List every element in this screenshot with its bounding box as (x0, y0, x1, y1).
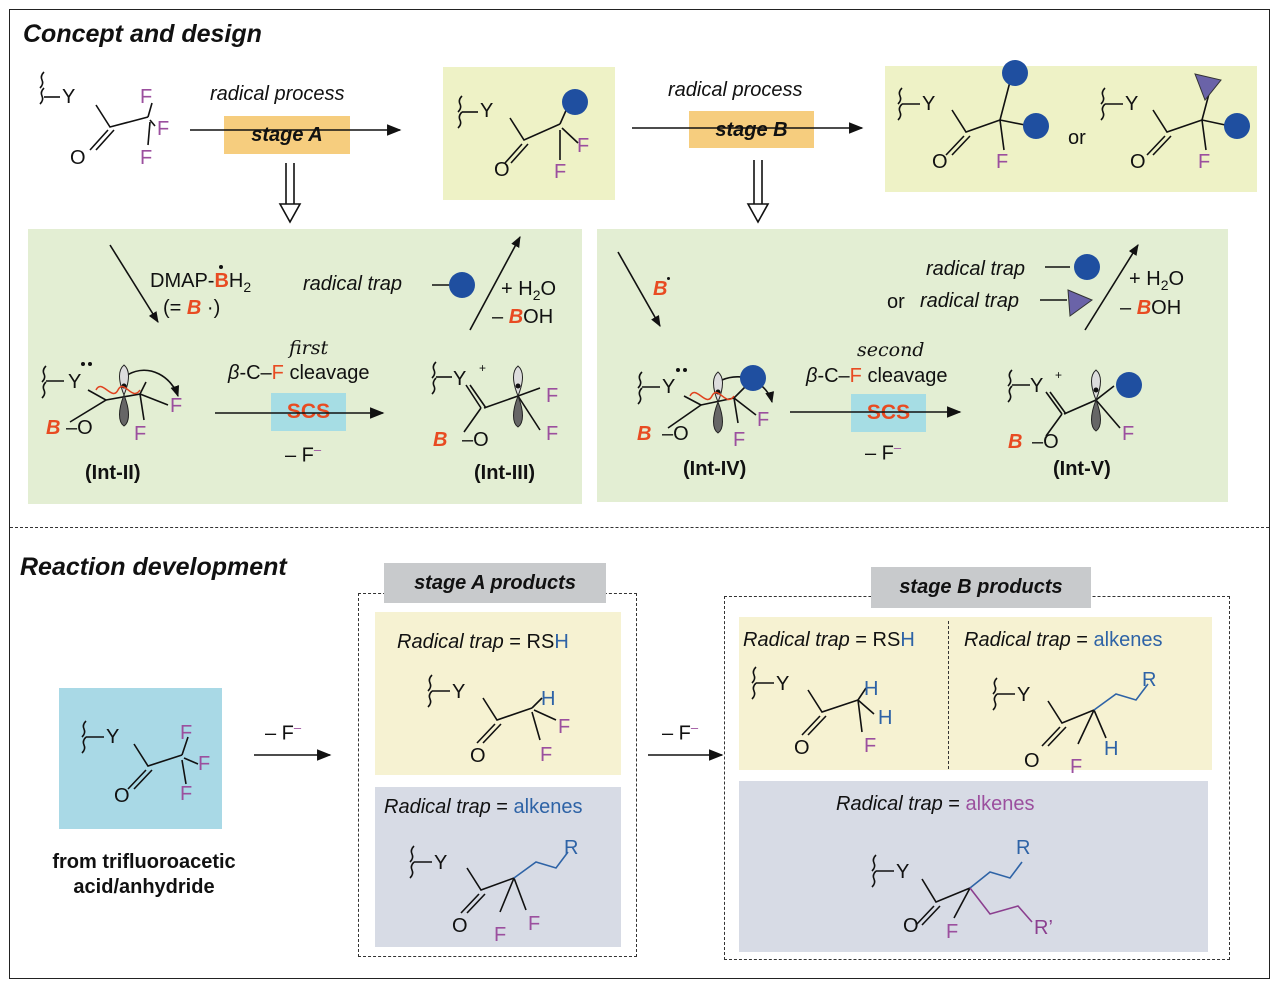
figure-frame (9, 9, 1270, 979)
stage-b-products-label: stage B products (871, 567, 1091, 608)
int-iii-label: (Int-III) (474, 462, 536, 484)
process-a-label: radical process (210, 83, 345, 105)
trap-label-b1: radical trap (926, 258, 1025, 280)
stage-b-box: stage B (689, 111, 814, 148)
tfa-source-label: from trifluoroacetic acid/anhydride (52, 851, 236, 898)
water-label-b: + H2O (1129, 268, 1185, 293)
development-heading: Reaction development (20, 553, 287, 581)
stage-a-products-label: stage A products (384, 563, 606, 603)
boh-label-b: – BOH (1120, 297, 1182, 319)
stage-a-rsh-panel (375, 612, 621, 775)
int-v-label: (Int-V) (1053, 458, 1111, 480)
or-label-top: or (1068, 127, 1086, 149)
scs-box-b: SCS (851, 394, 926, 432)
stage-b-double-alkene-caption: Radical trap = alkenes (836, 793, 1035, 815)
boryl-radical-label: B (653, 278, 668, 300)
trap-label-b2: radical trap (920, 290, 1019, 312)
tfa-panel (59, 688, 222, 829)
stage-b-alkene-caption: Radical trap = alkenes (964, 629, 1163, 651)
boryl-equals-label: (= B ·) (163, 297, 221, 319)
radical-dot-b (667, 277, 670, 280)
stage-a-product-panel (443, 67, 615, 200)
arrow-label-1: – F– (265, 720, 302, 745)
trap-label-a: radical trap (303, 273, 402, 295)
radical-dot (219, 265, 223, 269)
water-label-a: + H2O (501, 278, 557, 303)
int-iv-label: (Int-IV) (683, 458, 747, 480)
scs-box-a: SCS (271, 393, 346, 431)
dmap-borane-label: DMAP-BH2 (150, 270, 252, 295)
stage-a-rsh-caption: Radical trap = RSH (397, 631, 569, 653)
fluoride-label-a: – F– (285, 442, 322, 467)
fluoride-label-b: – F– (865, 440, 902, 465)
stage-a-alkene-caption: Radical trap = alkenes (384, 796, 583, 818)
stage-b-divider (948, 621, 949, 769)
second-label: second (857, 339, 925, 361)
stage-a-box: stage A (224, 116, 350, 154)
cleavage-label-b: β-C–F cleavage (806, 365, 948, 387)
boh-label-a: – BOH (492, 306, 554, 328)
cleavage-label-a: β-C–F cleavage (228, 362, 370, 384)
stage-b-rsh-caption: Radical trap = RSH (743, 629, 915, 651)
process-b-label: radical process (668, 79, 803, 101)
section-divider (10, 527, 1269, 528)
int-ii-label: (Int-II) (85, 462, 141, 484)
concept-heading: Concept and design (23, 20, 262, 48)
first-label: first (289, 337, 329, 359)
stage-a-alkene-panel (375, 787, 621, 947)
or-label-b: or (887, 291, 905, 313)
arrow-label-2: – F– (662, 720, 699, 745)
